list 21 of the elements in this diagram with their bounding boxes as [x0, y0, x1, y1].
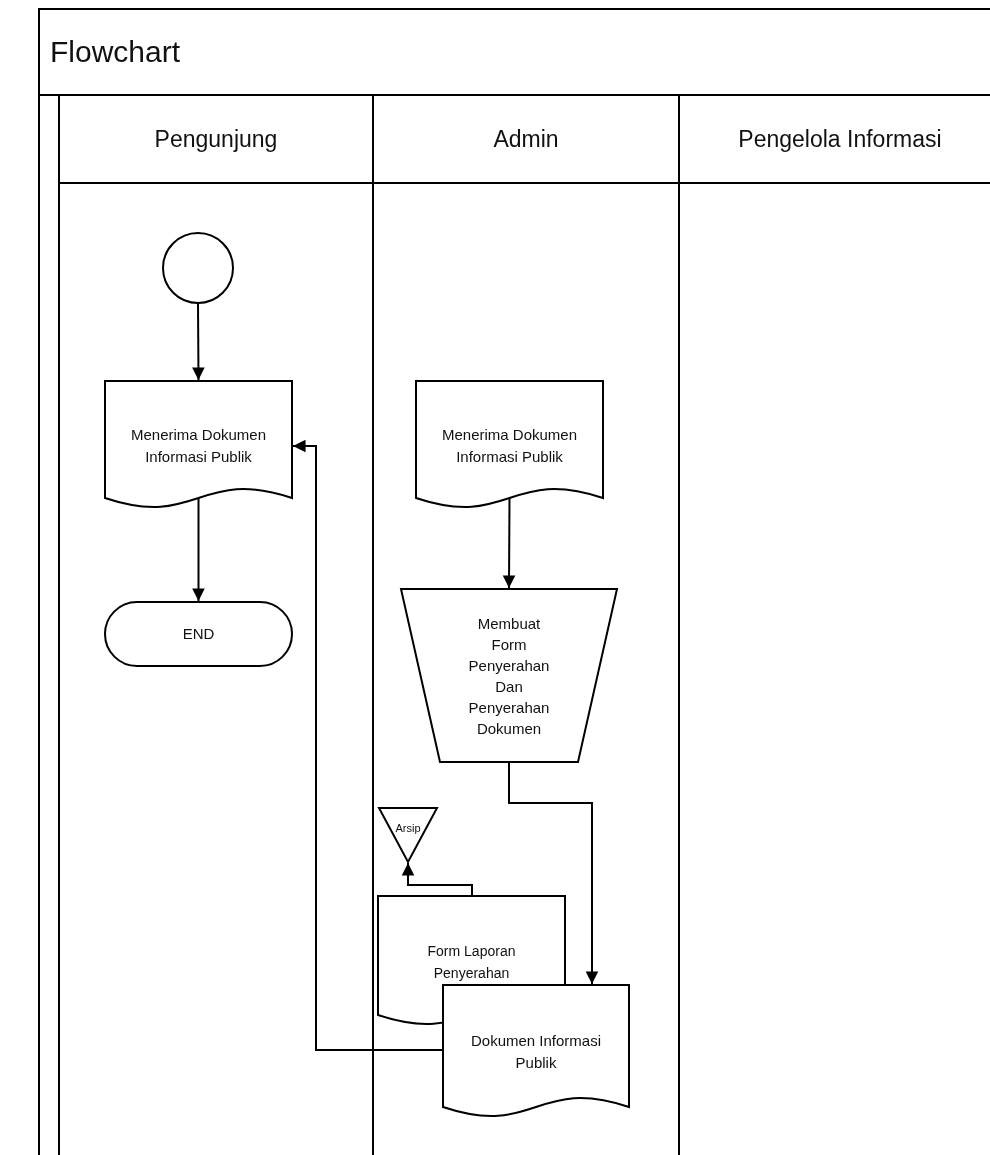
arrow [292, 439, 443, 1051]
swimlane [678, 96, 990, 1155]
lane-title: Pengunjung [154, 125, 278, 153]
node-label: Arsip [394, 821, 422, 835]
node-label: Membuat Form Penyerahan Dan Penyerahan Dokumen [467, 613, 551, 739]
node-label: END [181, 624, 216, 644]
node-label: Form Laporan Penyerahan [426, 941, 517, 983]
arrow [192, 497, 205, 602]
lane-title: Pengelola Informasi [738, 125, 942, 153]
arrow [192, 303, 205, 381]
swimlane-pool [38, 8, 990, 1155]
lane-title: Admin [493, 125, 559, 153]
node-label: Menerima Dokumen Informasi Publik [129, 424, 268, 467]
arrow [502, 497, 516, 589]
pool-title: Flowchart [40, 10, 990, 96]
swimlane [58, 96, 372, 1155]
node-label: Menerima Dokumen Informasi Publik [440, 424, 579, 467]
node-label: Dokumen Informasi Publik [469, 1031, 603, 1073]
arrow [508, 762, 599, 985]
swimlane [372, 96, 678, 1155]
arrow [401, 862, 473, 896]
